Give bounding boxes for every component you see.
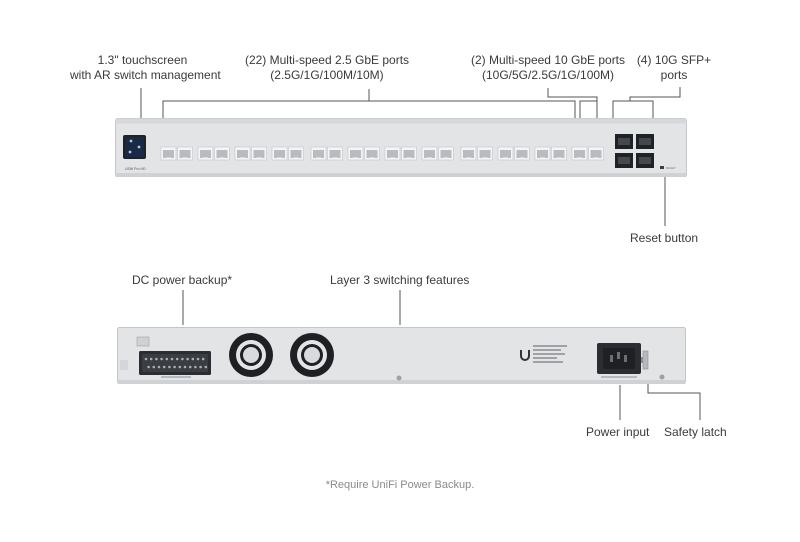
rear-screw-left — [396, 375, 402, 381]
sfp-plus-port[interactable] — [615, 153, 633, 168]
dc-pin — [188, 365, 192, 369]
reset-label-silk: RESET — [666, 166, 676, 170]
rj45-2-5g-port[interactable] — [364, 146, 380, 161]
rj45-2-5g-port[interactable] — [460, 146, 477, 161]
ubiquiti-logo-icon — [520, 350, 530, 361]
rj45-2-5g-port[interactable] — [271, 146, 288, 161]
ports-10g-callout — [547, 88, 598, 120]
dc-pin — [201, 357, 205, 361]
dc-pin — [173, 365, 176, 369]
safety-latch-label: Safety latch — [664, 425, 727, 439]
rj45-2-5g-port[interactable] — [421, 146, 438, 161]
rj45-2-5g-port[interactable] — [514, 146, 530, 161]
rj45-2-5g-port[interactable] — [327, 146, 343, 161]
dc-pin — [168, 365, 171, 369]
ports-10g-label-line2: (10G/5G/2.5G/1G/100M) — [481, 68, 615, 82]
dc-power-label: DC power backup* — [132, 273, 233, 287]
ports-25g-label-line1: (22) Multi-speed 2.5 GbE ports — [244, 53, 410, 67]
dc-pin — [194, 365, 197, 369]
front-top-strip — [115, 118, 687, 124]
rj45-2-5g-port[interactable] — [347, 146, 364, 161]
dc-pin — [165, 357, 169, 361]
dc-pin — [204, 365, 208, 369]
dc-pin — [147, 365, 150, 369]
power-input-label: Power input — [586, 425, 650, 439]
rj45-2-5g-port[interactable] — [214, 146, 230, 161]
rear-left-tab — [120, 360, 128, 370]
dc-pin — [157, 365, 161, 369]
rj45-2-5g-port[interactable] — [534, 146, 551, 161]
dc-pin — [181, 357, 184, 361]
sfp-plus-port[interactable] — [636, 134, 654, 149]
sfp-callout — [612, 87, 681, 120]
dc-pin — [186, 357, 189, 361]
touchscreen-label-line1: 1.3" touchscreen — [97, 53, 188, 67]
dc-power-connector[interactable] — [136, 336, 211, 378]
front-model-label: USW Pro HD — [125, 167, 146, 171]
dc-pin — [160, 357, 163, 361]
regulatory-label — [533, 345, 567, 363]
dc-pin — [183, 365, 187, 369]
touchscreen — [123, 135, 146, 159]
dc-pin — [178, 365, 182, 369]
dc-pin — [175, 357, 179, 361]
dc-pin — [155, 357, 158, 361]
dc-pin — [149, 357, 153, 361]
reset-button-label: Reset button — [630, 231, 699, 245]
ports-25g-label: (22) Multi-speed 2.5 GbE ports (2.5G/1G/… — [234, 53, 420, 83]
fan-2 — [290, 333, 334, 377]
sfp-label-line2: ports — [660, 68, 688, 82]
dc-pin — [162, 365, 166, 369]
rj45-2-5g-port[interactable] — [310, 146, 327, 161]
rj45-2-5g-port[interactable] — [234, 146, 251, 161]
rj45-2-5g-port[interactable] — [497, 146, 514, 161]
rj45-port-group — [160, 146, 604, 161]
power-input-socket[interactable] — [597, 343, 641, 378]
fan-1 — [229, 333, 273, 377]
safety-latch-callout — [647, 382, 701, 420]
rj45-2-5g-port[interactable] — [288, 146, 304, 161]
layer3-label: Layer 3 switching features — [330, 273, 470, 287]
switch-front-panel: USW Pro HD RESET — [115, 118, 687, 177]
touchscreen-label: 1.3" touchscreen with AR switch manageme… — [70, 53, 221, 83]
dc-connector-pins — [144, 357, 208, 369]
ports-10g-label: (2) Multi-speed 10 GbE ports (10G/5G/2.5… — [463, 53, 633, 83]
ports-25g-label-line2: (2.5G/1G/100M/10M) — [270, 68, 384, 82]
safety-latch[interactable] — [641, 350, 649, 370]
rj45-2-5g-port[interactable] — [160, 146, 177, 161]
dc-pin — [196, 357, 200, 361]
dc-pin — [144, 357, 148, 361]
rear-bottom-shadow — [117, 380, 686, 384]
rear-screw-right — [659, 374, 665, 380]
rj45-2-5g-port[interactable] — [551, 146, 567, 161]
sfp-plus-port[interactable] — [636, 153, 654, 168]
sfp-label: (4) 10G SFP+ ports — [632, 53, 716, 83]
footnote: *Require UniFi Power Backup. — [325, 479, 475, 491]
rj45-10g-port[interactable] — [571, 146, 588, 161]
rj45-2-5g-port[interactable] — [177, 146, 193, 161]
dc-pin — [170, 357, 174, 361]
rj45-2-5g-port[interactable] — [384, 146, 401, 161]
touchscreen-label-line2: with AR switch management — [70, 68, 221, 82]
rj45-2-5g-port[interactable] — [401, 146, 417, 161]
dc-pin — [152, 365, 156, 369]
dc-pin — [191, 357, 195, 361]
rj45-2-5g-port[interactable] — [251, 146, 267, 161]
switch-rear-panel — [117, 327, 686, 384]
sfp-plus-port[interactable] — [615, 134, 633, 149]
front-bottom-shadow — [115, 173, 687, 177]
sfp-label-line1: (4) 10G SFP+ — [636, 53, 712, 67]
rj45-2-5g-port[interactable] — [438, 146, 454, 161]
dc-pin — [199, 365, 202, 369]
reset-button[interactable] — [660, 166, 664, 169]
sfp-port-group — [615, 134, 654, 168]
rj45-2-5g-port[interactable] — [197, 146, 214, 161]
rj45-10g-port[interactable] — [588, 146, 604, 161]
rj45-2-5g-port[interactable] — [477, 146, 493, 161]
ports-10g-label-line1: (2) Multi-speed 10 GbE ports — [470, 53, 626, 67]
